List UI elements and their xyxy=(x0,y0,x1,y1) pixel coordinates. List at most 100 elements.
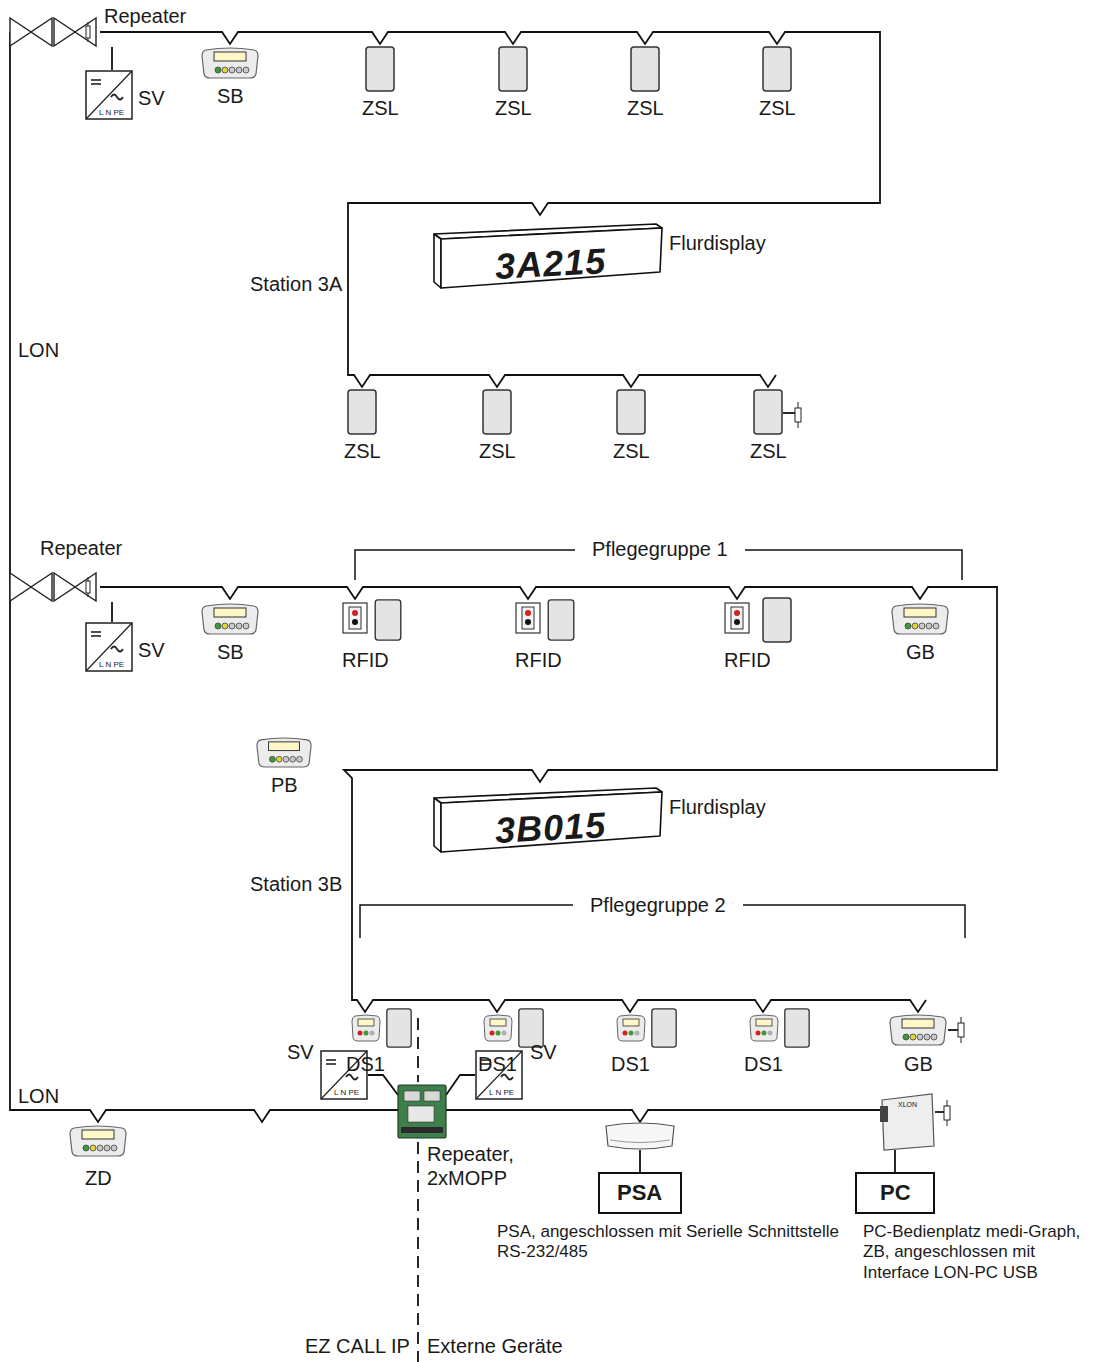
device-label: ZD xyxy=(85,1166,112,1190)
room-lamp xyxy=(387,1009,411,1047)
serial-lead xyxy=(639,1150,641,1172)
ds1-terminal xyxy=(617,1015,645,1041)
lon-backbone xyxy=(10,32,398,1122)
device-label: SV xyxy=(138,638,165,662)
bus-wires xyxy=(10,32,997,1172)
care-panel xyxy=(257,738,311,767)
device-label: PB xyxy=(271,773,298,797)
component-label: Repeater xyxy=(40,536,122,560)
device-label: RFID xyxy=(515,648,562,672)
station-panel xyxy=(202,604,258,634)
interface-shade xyxy=(610,1140,670,1143)
power-supply-symbol xyxy=(86,623,132,671)
device-label: ZSL xyxy=(495,96,532,120)
rfid-reader xyxy=(516,603,540,633)
bracket xyxy=(743,905,965,938)
boundary-line xyxy=(417,1018,419,1362)
display-front-face xyxy=(441,228,662,288)
device-label: SB xyxy=(217,84,244,108)
station-panel xyxy=(202,48,258,78)
room-lamp xyxy=(754,390,782,434)
bracket xyxy=(745,550,962,580)
ds1-terminal xyxy=(352,1015,380,1041)
room-lamp xyxy=(366,47,394,91)
terminal-label: L N PE xyxy=(99,109,124,117)
device-label: DS1 xyxy=(744,1052,783,1076)
device-label: DS1 xyxy=(346,1052,385,1076)
device-label: SV xyxy=(530,1040,557,1064)
display-heading: Flurdisplay xyxy=(669,796,766,819)
repeater-symbol xyxy=(10,18,96,46)
power-lead xyxy=(111,47,113,70)
station-label: Station 3B xyxy=(250,872,342,896)
central-panel xyxy=(70,1126,126,1156)
device-label: SV xyxy=(287,1040,314,1064)
power-lead xyxy=(368,1075,398,1095)
display-side-face xyxy=(434,798,441,852)
device-label: ZSL xyxy=(613,439,650,463)
room-lamp xyxy=(631,47,659,91)
pcb xyxy=(398,1085,446,1138)
repeater-board xyxy=(398,1085,446,1138)
pcb-part xyxy=(424,1091,440,1101)
terminal-label: L N PE xyxy=(334,1089,359,1097)
interface-port xyxy=(880,1106,888,1122)
bus-label: LON xyxy=(18,338,59,362)
power-supply-symbol xyxy=(476,1051,522,1099)
pcb-part xyxy=(408,1106,434,1122)
terminal-label: L N PE xyxy=(99,661,124,669)
device-label: RFID xyxy=(724,648,771,672)
station-label: Station 3A xyxy=(250,272,342,296)
station-3a-bus xyxy=(100,32,880,387)
box-text: PC xyxy=(880,1180,911,1206)
device-label: SV xyxy=(138,86,165,110)
usb-lead xyxy=(894,1150,896,1172)
bracket xyxy=(360,905,573,938)
display-text: 3B015 xyxy=(494,807,607,849)
terminator-symbol xyxy=(958,1017,964,1043)
display-heading: Flurdisplay xyxy=(669,232,766,255)
device-label: DS1 xyxy=(611,1052,650,1076)
description-note: PSA, angeschlossen mit Serielle Schnitts… xyxy=(497,1222,859,1263)
terminator-symbol xyxy=(795,402,801,428)
device-label: GB xyxy=(904,1052,933,1076)
lon-usb-interface xyxy=(880,1094,934,1150)
pcb-part xyxy=(404,1091,420,1101)
component-label: Repeater xyxy=(104,4,186,28)
room-lamp xyxy=(483,390,511,434)
group-panel xyxy=(890,1015,946,1045)
room-lamp xyxy=(763,598,791,642)
interface-body xyxy=(882,1094,934,1150)
group-panel xyxy=(892,604,948,634)
rfid-reader xyxy=(343,603,367,633)
zone-label: EZ CALL IP xyxy=(305,1334,410,1358)
box-text: PSA xyxy=(617,1180,662,1206)
room-lamp xyxy=(499,47,527,91)
room-lamp xyxy=(617,390,645,434)
device-label: SB xyxy=(217,640,244,664)
repeater-symbol xyxy=(10,573,96,601)
room-lamp xyxy=(375,600,401,640)
device-marking: XLON xyxy=(898,1101,917,1109)
display-side-face xyxy=(434,234,441,288)
bracket xyxy=(355,550,575,580)
power-lead xyxy=(111,602,113,622)
display-front-face xyxy=(441,792,662,852)
component-label: Repeater, 2xMOPP xyxy=(427,1142,527,1190)
terminal-label: L N PE xyxy=(489,1089,514,1097)
device-label: ZSL xyxy=(344,439,381,463)
power-supply-symbol xyxy=(86,71,132,119)
device-label: ZSL xyxy=(362,96,399,120)
rfid-reader xyxy=(725,603,749,633)
corridor-display: 3B015Flurdisplay xyxy=(432,786,664,854)
room-lamp xyxy=(785,1009,809,1047)
interface-body xyxy=(606,1123,674,1149)
room-lamp xyxy=(548,600,574,640)
device-label: ZSL xyxy=(750,439,787,463)
room-lamp xyxy=(763,47,791,91)
pcb-connector xyxy=(401,1127,443,1133)
terminal-box: PSA xyxy=(598,1172,682,1214)
device-label: ZSL xyxy=(479,439,516,463)
